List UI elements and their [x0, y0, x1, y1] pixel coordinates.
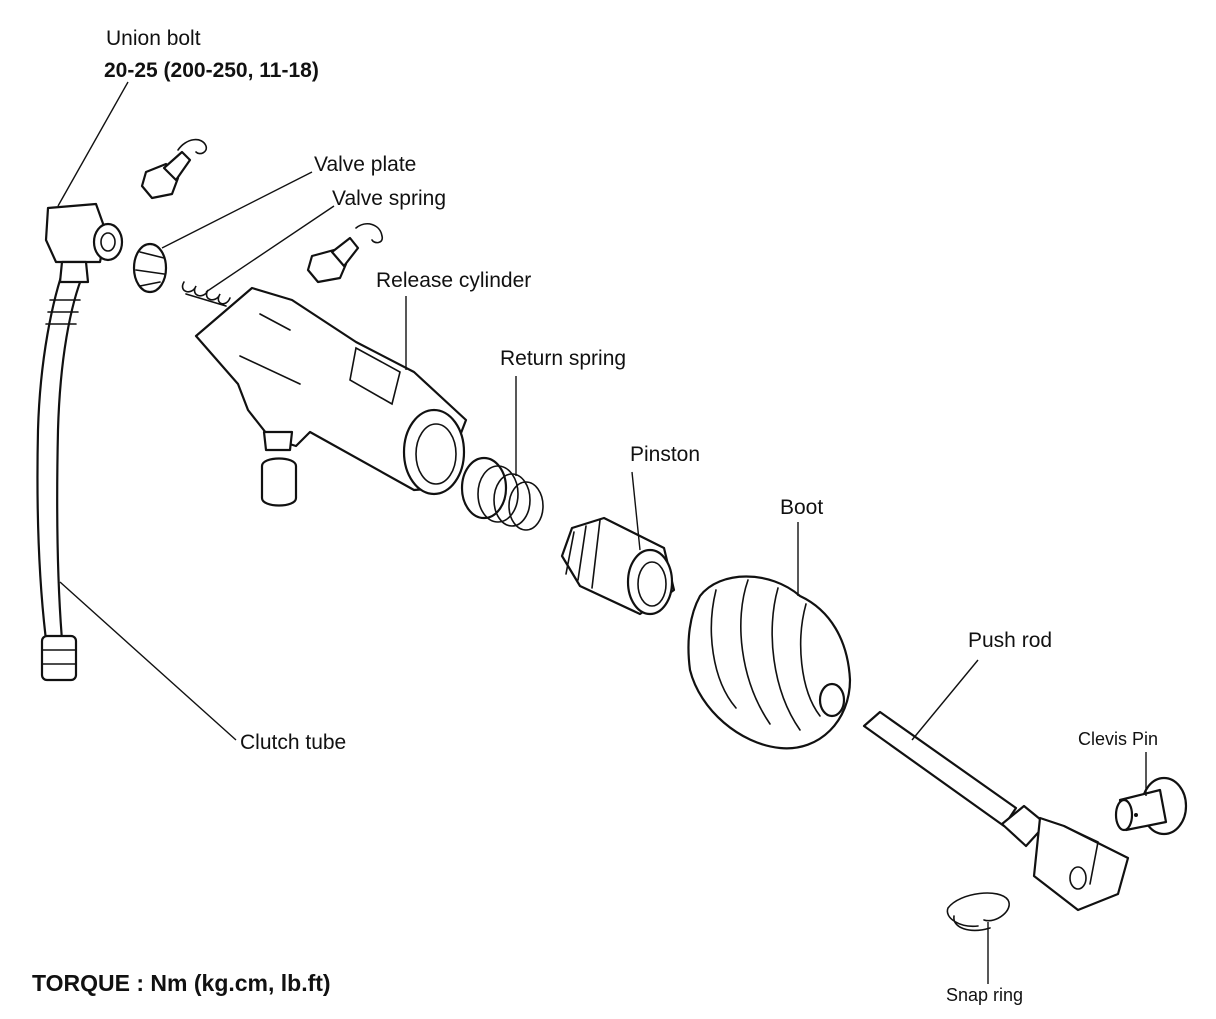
snap-ring-label: Snap ring — [946, 985, 1024, 1005]
union-bolt-part — [140, 138, 208, 200]
clutch-tube-label: Clutch tube — [240, 731, 347, 754]
clevis-pin-part — [1114, 776, 1188, 836]
release-cylinder-part — [194, 286, 468, 507]
valve-plate-label: Valve plate — [314, 153, 417, 176]
boot-part — [687, 575, 852, 750]
valve-spring-label: Valve spring — [332, 187, 447, 210]
piston-label: Pinston — [630, 443, 701, 466]
push-rod-label: Push rod — [968, 629, 1053, 652]
return-spring-part — [460, 456, 544, 531]
union-bolt-label: Union bolt — [106, 27, 201, 50]
valve-plate-part — [132, 242, 168, 294]
push-rod-part — [862, 710, 1130, 912]
snap-ring-part — [946, 892, 1010, 932]
piston-part — [560, 516, 676, 616]
valve-spring-part — [181, 281, 231, 307]
torque-note: TORQUE : Nm (kg.cm, lb.ft) — [32, 970, 331, 996]
bleeder-screw-part — [306, 223, 384, 284]
clutch-tube-part — [36, 202, 124, 682]
boot-label: Boot — [780, 496, 824, 519]
leader-lines — [57, 81, 1147, 984]
return-spring-label: Return spring — [500, 347, 627, 370]
release-cylinder-label: Release cylinder — [376, 269, 532, 292]
union-bolt-torque-label: 20-25 (200-250, 11-18) — [104, 59, 319, 82]
clevis-pin-label: Clevis Pin — [1078, 729, 1159, 749]
